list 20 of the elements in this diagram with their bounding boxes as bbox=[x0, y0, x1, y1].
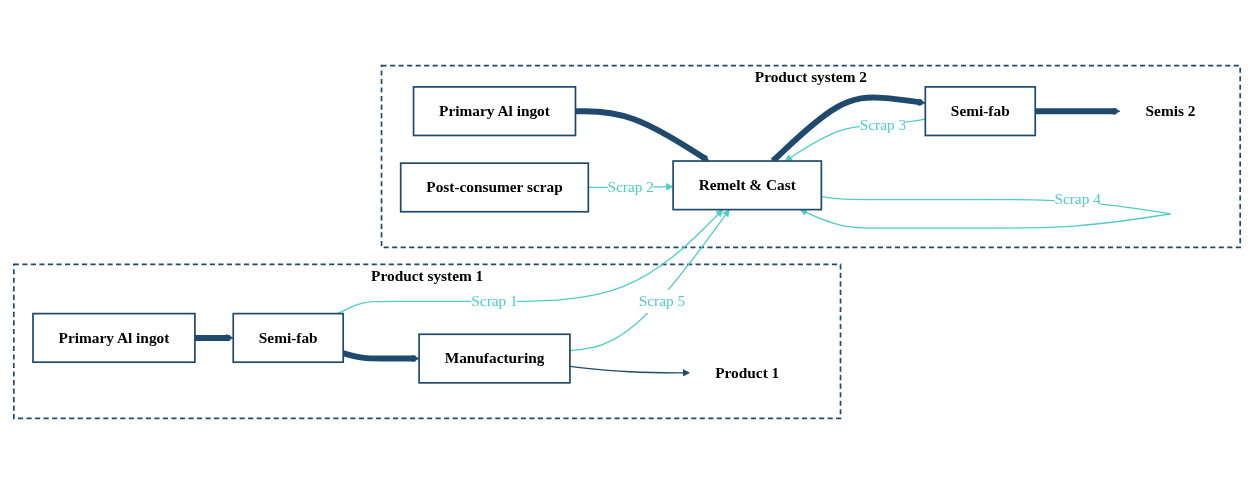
arrow bbox=[575, 108, 710, 162]
node-box: Primary Al ingot bbox=[32, 312, 196, 364]
arrow bbox=[336, 209, 724, 315]
edge-label: Scrap 5 bbox=[638, 292, 686, 310]
edge-label: Scrap 3 bbox=[859, 116, 907, 134]
arrow bbox=[569, 209, 730, 352]
node-box: Semi-fab bbox=[924, 86, 1037, 137]
edge-label: Scrap 2 bbox=[607, 178, 654, 196]
node-box: Primary Al ingot bbox=[412, 86, 577, 137]
node-box: Semi-fab bbox=[232, 312, 345, 364]
node-box: Manufacturing bbox=[418, 333, 571, 384]
node-box: Post-consumer scrap bbox=[399, 162, 590, 213]
edge-label: Scrap 4 bbox=[1054, 190, 1101, 208]
edge-label: Scrap 1 bbox=[471, 292, 518, 310]
arrow bbox=[1035, 107, 1121, 115]
node-text: Product 1 bbox=[715, 363, 780, 381]
arrow bbox=[569, 365, 690, 377]
arrow bbox=[194, 334, 234, 342]
node-text: Semis 2 bbox=[1145, 102, 1196, 120]
node-box: Remelt & Cast bbox=[672, 160, 823, 211]
